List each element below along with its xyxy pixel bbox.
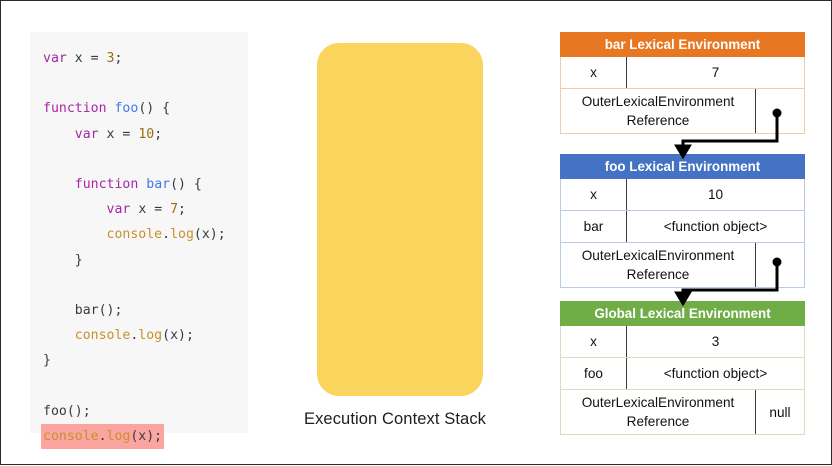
outer-reference-row: OuterLexicalEnvironment Reference: [560, 243, 805, 288]
outer-reference-value: null: [769, 404, 791, 420]
outer-reference-label: OuterLexicalEnvironment Reference: [561, 89, 756, 133]
code-line: console.log(x);: [74, 328, 194, 344]
binding-value: 3: [711, 334, 720, 349]
table-row: foo <function object>: [560, 358, 805, 390]
stack-caption: Execution Context Stack: [303, 410, 487, 428]
binding-key: foo: [561, 358, 627, 389]
code-line: var x = 3;: [43, 51, 123, 66]
binding-key: bar: [561, 211, 627, 242]
code-line: var x = 10;: [74, 126, 163, 142]
outer-reference-value: [756, 243, 804, 287]
outer-reference-value: [756, 89, 804, 133]
code-line: var x = 7;: [106, 202, 186, 218]
code-line: foo();: [43, 403, 91, 419]
code-line: console.log(x);: [106, 227, 226, 243]
code-line: }: [43, 252, 83, 268]
binding-value: <function object>: [663, 366, 768, 381]
outer-reference-label: OuterLexicalEnvironment Reference: [561, 243, 756, 287]
outer-reference-label-line1: OuterLexicalEnvironment: [581, 94, 735, 109]
table-row: x 3: [560, 326, 805, 358]
binding-value: 10: [707, 187, 724, 202]
code-line-blank: [43, 273, 248, 298]
code-line-blank: [43, 373, 248, 398]
code-line: function foo() {: [43, 101, 171, 117]
code-line: function bar() {: [74, 176, 202, 192]
bar-lexical-environment: bar Lexical Environment x 7 OuterLexical…: [560, 32, 805, 134]
binding-key: x: [561, 326, 627, 357]
code-line-blank: [43, 71, 248, 96]
foo-lexical-environment-title: foo Lexical Environment: [560, 154, 805, 179]
outer-reference-label-line2: Reference: [626, 113, 690, 128]
code-panel: var x = 3; function foo() { var x = 10; …: [30, 32, 248, 450]
outer-reference-label-line2: Reference: [626, 414, 690, 429]
outer-reference-row: OuterLexicalEnvironment Reference: [560, 89, 805, 134]
table-row: bar <function object>: [560, 211, 805, 243]
foo-lexical-environment: foo Lexical Environment x 10 bar <functi…: [560, 154, 805, 288]
outer-reference-label-line2: Reference: [626, 267, 690, 282]
outer-reference-label-line1: OuterLexicalEnvironment: [581, 395, 735, 410]
binding-value: 7: [711, 65, 720, 80]
table-row: x 10: [560, 179, 805, 211]
global-lexical-environment: Global Lexical Environment x 3 foo <func…: [560, 301, 805, 435]
binding-value: <function object>: [663, 219, 768, 234]
outer-reference-label: OuterLexicalEnvironment Reference: [561, 390, 756, 434]
code-line: bar();: [43, 302, 123, 318]
binding-key: x: [561, 179, 627, 210]
code-line: }: [43, 353, 51, 369]
code-line-blank: [43, 147, 248, 172]
code-line-highlighted: console.log(x);: [41, 423, 248, 450]
bar-lexical-environment-title: bar Lexical Environment: [560, 32, 805, 57]
binding-key: x: [561, 57, 627, 88]
table-row: x 7: [560, 57, 805, 89]
outer-reference-label-line1: OuterLexicalEnvironment: [581, 248, 735, 263]
execution-context-stack: Execution Context Stack: [295, 32, 495, 429]
stack-box: [317, 43, 483, 396]
outer-reference-row: OuterLexicalEnvironment Reference null: [560, 390, 805, 435]
global-lexical-environment-title: Global Lexical Environment: [560, 301, 805, 326]
